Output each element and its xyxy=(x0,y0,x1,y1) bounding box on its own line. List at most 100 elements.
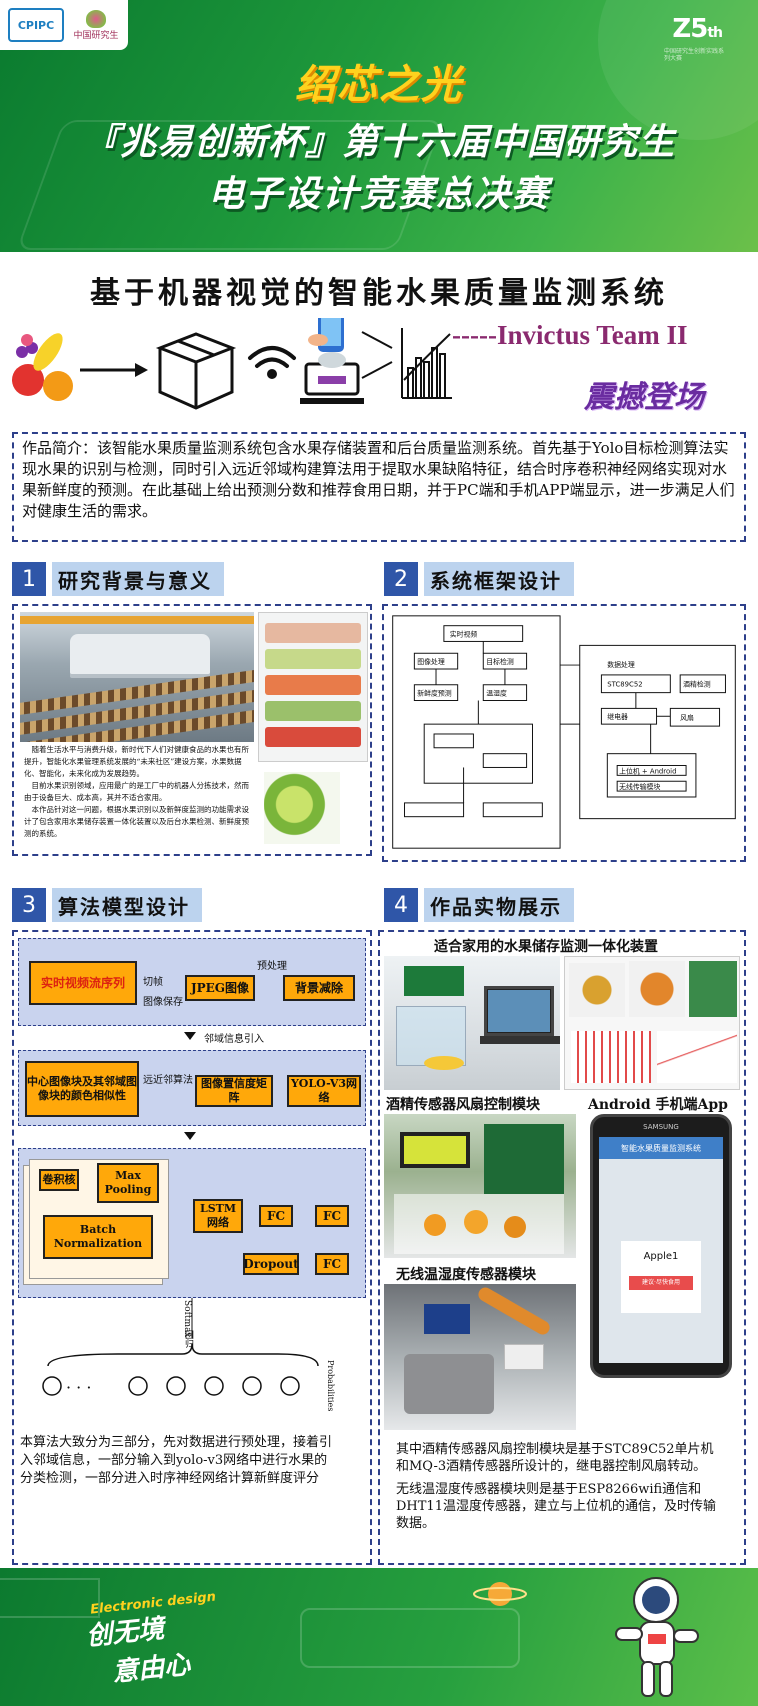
arrow-down-icon xyxy=(184,1132,196,1140)
svg-text:图像处理: 图像处理 xyxy=(417,657,445,666)
section-header-prototype: 4 作品实物展示 xyxy=(384,888,574,922)
section-header-algorithm: 3 算法模型设计 xyxy=(12,888,202,922)
app-card: Apple1 建议·尽快食用 xyxy=(621,1241,701,1313)
svg-text:目标检测: 目标检测 xyxy=(486,657,514,666)
wifi-icon xyxy=(248,346,296,379)
section-title: 算法模型设计 xyxy=(52,888,202,922)
batch-norm-box: Batch Normalization xyxy=(43,1215,153,1259)
svg-text:无线传输模块: 无线传输模块 xyxy=(619,782,660,791)
section-header-background: 1 研究背景与意义 xyxy=(12,562,224,596)
app-screenshot-photo xyxy=(564,956,740,1090)
video-stream-box: 实时视频流序列 xyxy=(29,961,137,1005)
svg-text:上位机 + Android: 上位机 + Android xyxy=(619,766,676,775)
logo-area: CPIPC 中国研究生 xyxy=(0,0,128,50)
android-phone: SAMSUNG 智能水果质量监测系统 Apple1 建议·尽快食用 xyxy=(590,1114,732,1378)
fc-box: FC xyxy=(315,1205,349,1227)
section-title: 作品实物展示 xyxy=(424,888,574,922)
system-framework-diagram: 数据处理 实时视频 图像处理 目标检测 新鲜度预测 STC89C52 酒精检测 … xyxy=(392,615,736,849)
caption-device: 适合家用的水果储存监测一体化装置 xyxy=(434,939,658,955)
lstm-box: LSTM网络 xyxy=(193,1199,243,1233)
grad-logo: 中国研究生 xyxy=(70,8,122,42)
svg-text:温湿度: 温湿度 xyxy=(486,689,507,698)
section-title: 研究背景与意义 xyxy=(52,562,224,596)
jpeg-box: JPEG图像 xyxy=(185,975,255,1001)
section-number: 3 xyxy=(12,888,46,922)
regression-label: 回归 xyxy=(183,1330,193,1348)
box-icon xyxy=(155,332,237,410)
competition-title-line2: 电子设计竞赛总决赛 xyxy=(207,174,550,215)
app-suggestion-button[interactable]: 建议·尽快食用 xyxy=(629,1276,693,1290)
tree-icon xyxy=(86,9,106,28)
fc-box: FC xyxy=(259,1205,293,1227)
yolo-v3-box: YOLO-V3网络 xyxy=(287,1075,361,1107)
fc-box: FC xyxy=(315,1253,349,1275)
footer-slogan-line1: 创无境 xyxy=(84,1613,166,1652)
device-photo xyxy=(384,956,560,1090)
confidence-matrix-box: 图像置信度矩阵 xyxy=(195,1075,273,1107)
fruit-icon xyxy=(12,333,73,401)
anniversary-subtitle: 中国研究生创新实践系列大赛 xyxy=(664,48,725,63)
sorting-factory-photo xyxy=(20,612,254,742)
section-number: 4 xyxy=(384,888,418,922)
arrow-icon xyxy=(361,331,393,379)
project-intro: 作品简介：该智能水果质量监测系统包含水果存储装置和后台质量监测系统。首先基于Yo… xyxy=(12,432,746,542)
svg-text:STC89C52: STC89C52 xyxy=(607,681,642,689)
preprocess-row: 实时视频流序列 切帧 图像保存 JPEG图像 预处理 背景减除 xyxy=(18,938,366,1026)
project-title: 基于机器视觉的智能水果质量监测系统 xyxy=(90,276,668,311)
app-item-name: Apple1 xyxy=(643,1251,679,1262)
chart-icon xyxy=(401,328,452,399)
footer-banner: Electronic design 创无境 意由心 xyxy=(0,1568,758,1706)
softmax-label: Softmax xyxy=(182,1300,192,1338)
competition-title-line1: 『兆易创新杯』第十六届中国研究生 xyxy=(82,122,675,163)
computer-icon xyxy=(300,352,364,404)
svg-text:新鲜度预测: 新鲜度预测 xyxy=(417,689,452,698)
app-title-bar: 智能水果质量监测系统 xyxy=(599,1137,723,1159)
caption-wireless: 无线温湿度传感器模块 xyxy=(396,1267,536,1283)
prototype-description: 其中酒精传感器风扇控制模块是基于STC89C52单片机和MQ-3酒精传感器所设计… xyxy=(396,1442,716,1531)
ellipsis: · · · xyxy=(66,1378,92,1397)
planet-icon xyxy=(473,1582,527,1606)
team-name: -----Invictus Team II xyxy=(452,320,688,350)
footer-slogan-line2: 意由心 xyxy=(110,1649,192,1688)
system-flow-illustration xyxy=(12,318,452,410)
conv-kernel-box: 卷积核 xyxy=(39,1169,79,1191)
algorithm-description: 本算法大致分为三部分，先对数据进行预处理，接着引入邻域信息，一部分输入到yolo… xyxy=(20,1435,333,1486)
svg-text:实时视频: 实时视频 xyxy=(450,630,478,639)
max-pooling-box: Max Pooling xyxy=(97,1163,159,1203)
neighborhood-row: 中心图像块及其邻域图像块的颜色相似性 远近邻算法 图像置信度矩阵 YOLO-V3… xyxy=(18,1050,366,1126)
debut-tag: 震撼登场 xyxy=(584,380,704,415)
svg-text:继电器: 继电器 xyxy=(607,712,628,721)
softmax-output-diagram xyxy=(42,1298,319,1396)
phone-brand: SAMSUNG xyxy=(643,1123,679,1131)
section-header-framework: 2 系统框架设计 xyxy=(384,562,574,596)
section-title: 系统框架设计 xyxy=(424,562,574,596)
svg-text:数据处理: 数据处理 xyxy=(607,660,635,669)
svg-text:风扇: 风扇 xyxy=(680,713,694,722)
probabilities-label: Probabilities xyxy=(326,1360,335,1412)
phone-screen: 智能水果质量监测系统 Apple1 建议·尽快食用 xyxy=(599,1137,723,1363)
header-banner: CPIPC 中国研究生 Z5th 中国研究生创新实践系列大赛 绍芯之光 『兆易创… xyxy=(0,0,758,252)
color-similarity-box: 中心图像块及其邻域图像块的颜色相似性 xyxy=(25,1061,139,1117)
caption-alcohol: 酒精传感器风扇控制模块 xyxy=(386,1097,540,1113)
fruit-photo xyxy=(264,772,340,844)
arrow-down-icon xyxy=(184,1032,196,1040)
anniversary-logo: Z5th xyxy=(672,14,723,44)
arrow-icon xyxy=(80,363,148,377)
section-number: 1 xyxy=(12,562,46,596)
framework-panel: 数据处理 实时视频 图像处理 目标检测 新鲜度预测 STC89C52 酒精检测 … xyxy=(382,604,746,862)
slogan: 绍芯之光 xyxy=(295,62,463,108)
fridge-photo xyxy=(258,612,368,762)
wireless-module-photo xyxy=(384,1284,576,1430)
caption-app: Android 手机端App xyxy=(588,1097,728,1113)
phone-icon xyxy=(308,318,344,352)
dropout-box: Dropout xyxy=(243,1253,299,1275)
background-text: 随着生活水平与消费升级，新时代下人们对健康食品的水果也有所提升，智能化水果管理系… xyxy=(24,745,249,838)
neural-network-row: 卷积核 Max Pooling Batch Normalization LSTM… xyxy=(18,1148,366,1298)
astronaut-icon xyxy=(615,1577,699,1697)
background-subtraction-box: 背景减除 xyxy=(283,975,355,1001)
background-panel: 随着生活水平与消费升级，新时代下人们对健康食品的水果也有所提升，智能化水果管理系… xyxy=(12,604,372,856)
alcohol-module-photo xyxy=(384,1114,576,1258)
svg-text:酒精检测: 酒精检测 xyxy=(683,680,711,689)
cpipc-logo: CPIPC xyxy=(8,8,64,42)
